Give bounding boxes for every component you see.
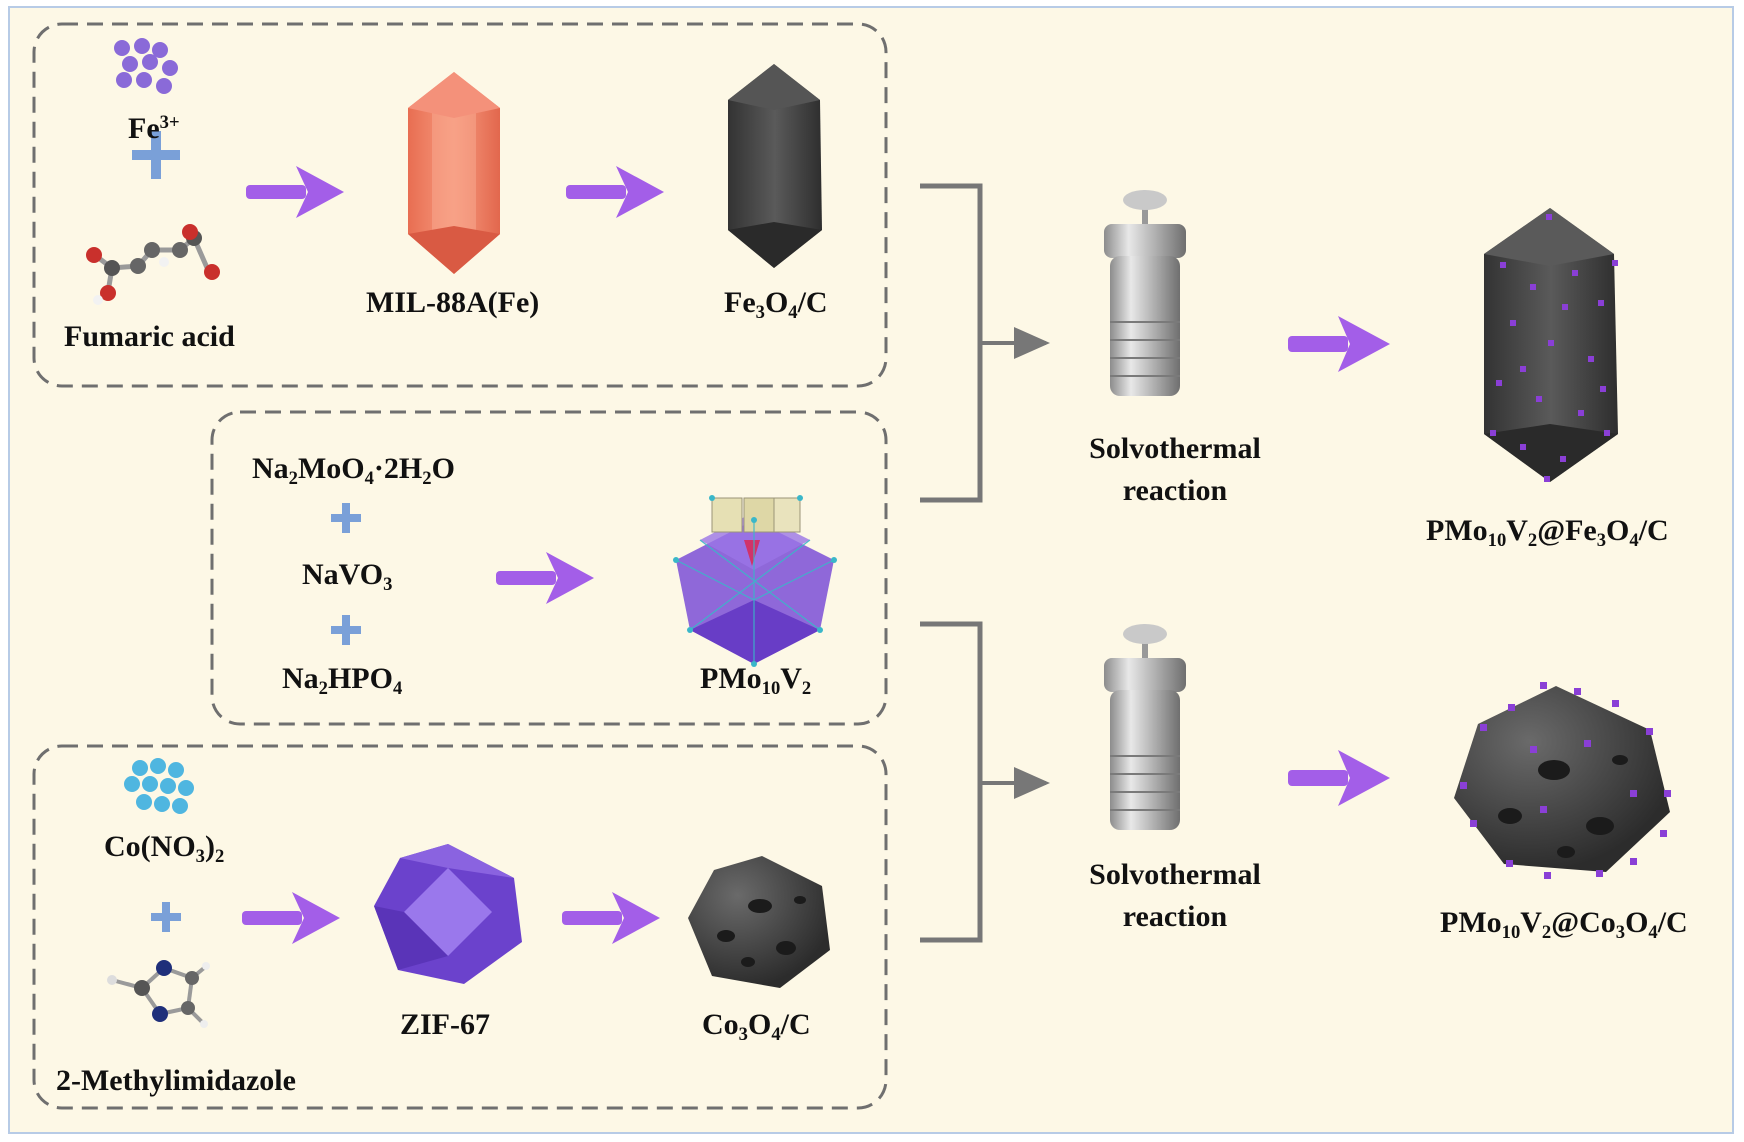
pmo-co3o4c-product-icon	[1454, 682, 1671, 879]
pmo10v2-label: PMo10V2	[700, 662, 812, 699]
plus-icon	[331, 503, 361, 533]
panel-mil-route	[32, 22, 888, 388]
methylimidazole-label: 2-Methylimidazole	[56, 1064, 296, 1097]
co3o4c-label: Co3O4/C	[702, 1008, 811, 1045]
plus-icon	[331, 615, 361, 645]
arrow-to-co-product-icon	[1288, 750, 1390, 806]
vanadate-label: NaVO3	[302, 558, 393, 595]
cobalt-nitrate-label: Co(NO3)2	[104, 830, 225, 867]
co3o4c-crystal-icon	[688, 856, 830, 988]
fumaric-acid-molecule-icon	[86, 224, 220, 305]
arrow-to-zif-icon	[242, 892, 340, 944]
arrow-to-fe-product-icon	[1288, 316, 1390, 372]
mil-88a-crystal-icon	[408, 72, 500, 274]
phosphate-label: Na2HPO4	[282, 662, 403, 699]
lower-merge-bracket	[920, 621, 1050, 943]
arrow-to-pmo-icon	[496, 552, 594, 604]
fumaric-acid-label: Fumaric acid	[64, 320, 235, 353]
lower-autoclave-icon	[1104, 624, 1186, 830]
zif-67-crystal-icon	[374, 844, 522, 984]
plus-icon	[151, 902, 181, 932]
panel-zif-route	[32, 744, 888, 1110]
arrow-to-mil-icon	[246, 166, 344, 218]
upper-reaction-label: Solvothermal reaction	[1089, 432, 1261, 507]
arrow-to-fe3o4c-icon	[566, 166, 664, 218]
zif-67-label: ZIF-67	[400, 1008, 490, 1041]
methylimidazole-molecule-icon	[107, 960, 210, 1028]
upper-merge-bracket	[920, 183, 1050, 503]
lower-reaction-label: Solvothermal reaction	[1089, 858, 1261, 933]
panel-pom-route	[210, 410, 888, 726]
arrow-to-co3o4c-icon	[562, 892, 660, 944]
pmo-fe3o4c-product-icon	[1484, 208, 1618, 482]
fe-ion-cluster-icon	[114, 38, 178, 94]
co-product-label: PMo10V2@Co3O4/C	[1440, 906, 1688, 943]
pmo10v2-cluster-icon	[673, 495, 837, 667]
molybdate-label: Na2MoO4·2H2O	[252, 452, 455, 489]
fe3o4c-crystal-icon	[728, 64, 822, 268]
mil-88a-label: MIL-88A(Fe)	[366, 286, 540, 319]
fe3o4c-label: Fe3O4/C	[724, 286, 828, 323]
plus-icon	[132, 131, 180, 179]
upper-autoclave-icon	[1104, 190, 1186, 396]
fe-ion-label: Fe3+	[128, 112, 180, 146]
co-ion-cluster-icon	[124, 758, 194, 814]
fe-product-label: PMo10V2@Fe3O4/C	[1426, 514, 1669, 551]
